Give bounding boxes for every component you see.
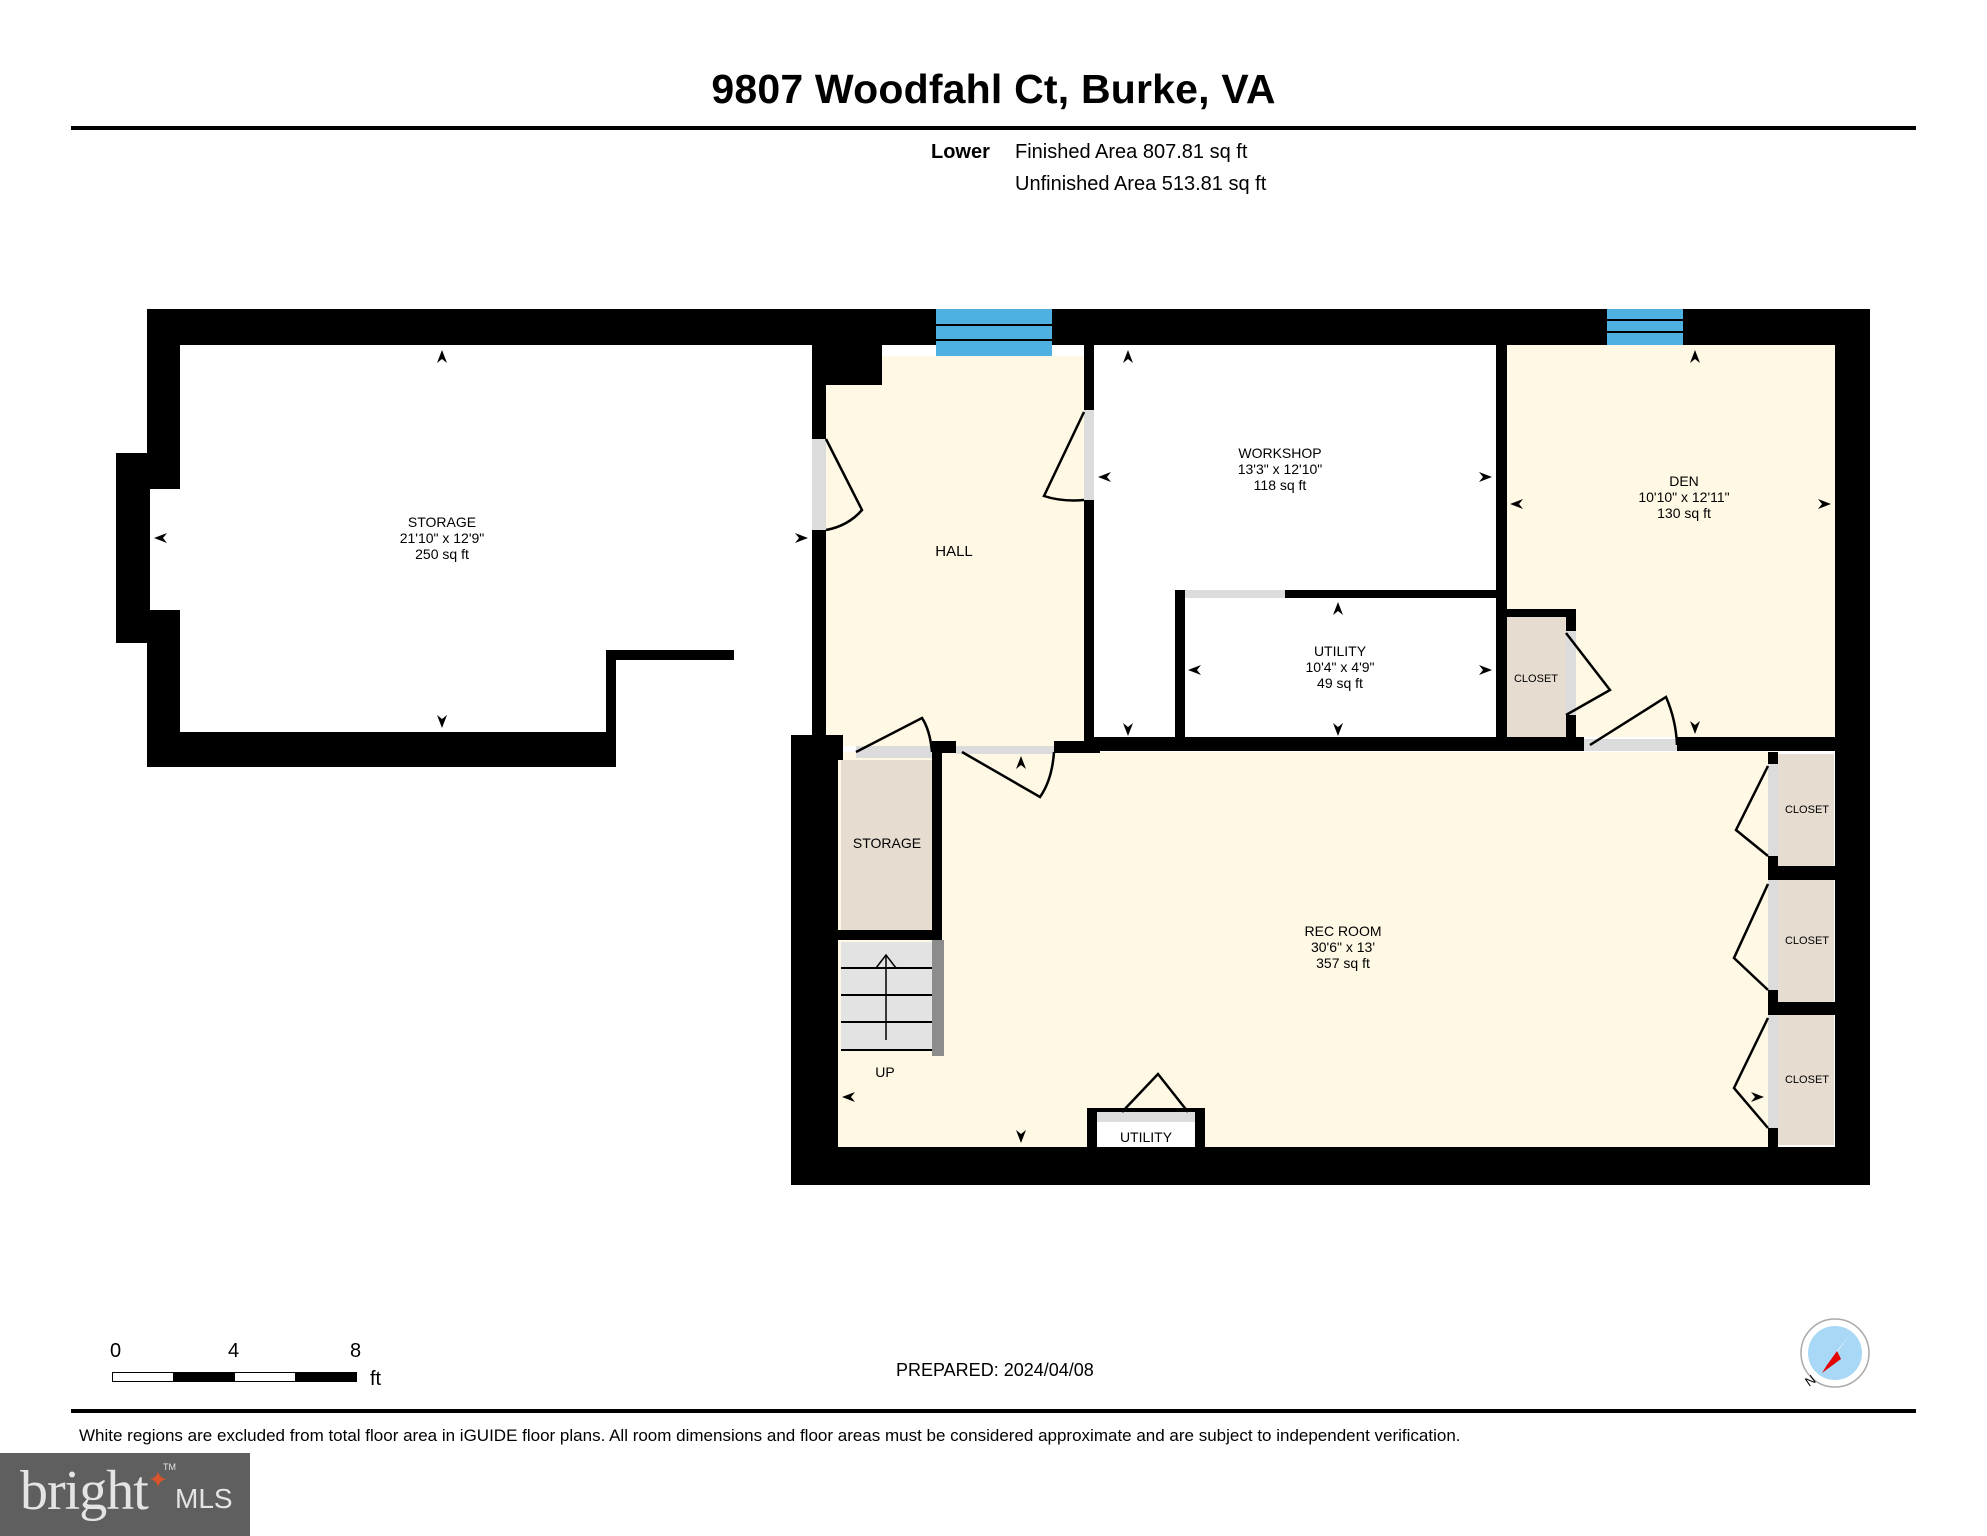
scale-tick-0: 0 bbox=[110, 1340, 122, 1362]
label-storage-small: STORAGE bbox=[853, 835, 921, 851]
dims-storage-main: 21'10" x 12'9" bbox=[400, 530, 485, 546]
compass-icon: N bbox=[1800, 1318, 1870, 1389]
label-storage-main: STORAGE bbox=[408, 514, 476, 530]
scale-bar: 0 4 8 ft bbox=[110, 1340, 410, 1410]
area-den: 130 sq ft bbox=[1657, 505, 1711, 521]
area-storage-main: 250 sq ft bbox=[415, 546, 469, 562]
label-stairs-up: UP bbox=[875, 1064, 894, 1080]
disclaimer-text: White regions are excluded from total fl… bbox=[79, 1426, 1461, 1445]
area-workshop: 118 sq ft bbox=[1254, 477, 1307, 493]
unfinished-area: Unfinished Area 513.81 sq ft bbox=[1015, 173, 1267, 195]
prepared-date: PREPARED: 2024/04/08 bbox=[896, 1360, 1094, 1380]
floor-level-label: Lower bbox=[931, 141, 990, 163]
dims-utility-upper: 10'4" x 4'9" bbox=[1306, 659, 1375, 675]
door-swings bbox=[824, 411, 1770, 1129]
label-closet-2: CLOSET bbox=[1785, 935, 1829, 947]
window-hall bbox=[936, 309, 1052, 356]
header-rule bbox=[71, 126, 1916, 130]
area-utility-upper: 49 sq ft bbox=[1317, 675, 1363, 691]
room-storage-small bbox=[841, 760, 932, 930]
scale-tick-8: 8 bbox=[350, 1340, 362, 1362]
label-den: DEN bbox=[1669, 473, 1699, 489]
label-utility-upper: UTILITY bbox=[1314, 643, 1367, 659]
dimension-markers bbox=[154, 350, 1831, 1143]
area-rec-room: 357 sq ft bbox=[1316, 955, 1370, 971]
property-address-title: 9807 Woodfahl Ct, Burke, VA bbox=[711, 66, 1276, 112]
room-utility-lower bbox=[1097, 1120, 1195, 1152]
logo-wordmark: bright bbox=[20, 1460, 149, 1522]
room-hall bbox=[826, 356, 1084, 746]
label-closet-1: CLOSET bbox=[1785, 804, 1829, 816]
door-sills bbox=[812, 410, 1778, 1128]
room-rec bbox=[838, 752, 1768, 1147]
room-utility-upper bbox=[1185, 598, 1496, 738]
finished-area: Finished Area 807.81 sq ft bbox=[1015, 141, 1248, 163]
room-closet-den bbox=[1506, 617, 1566, 737]
label-closet-den: CLOSET bbox=[1514, 673, 1558, 685]
bright-mls-logo: bright ✦ TM MLS bbox=[0, 1453, 250, 1536]
room-closet-3 bbox=[1778, 1015, 1834, 1145]
footer-rule bbox=[71, 1409, 1916, 1413]
room-closet-2 bbox=[1778, 880, 1834, 1002]
scale-tick-4: 4 bbox=[228, 1340, 240, 1362]
dims-workshop: 13'3" x 12'10" bbox=[1238, 461, 1323, 477]
label-hall: HALL bbox=[935, 543, 973, 560]
stairs[interactable] bbox=[841, 940, 944, 1056]
room-closet-1 bbox=[1778, 754, 1834, 866]
label-rec-room: REC ROOM bbox=[1305, 923, 1382, 939]
label-workshop: WORKSHOP bbox=[1238, 445, 1321, 461]
window-den bbox=[1607, 309, 1683, 345]
logo-trademark: TM bbox=[163, 1462, 176, 1472]
label-closet-3: CLOSET bbox=[1785, 1074, 1829, 1086]
label-utility-lower: UTILITY bbox=[1120, 1129, 1173, 1145]
room-storage-main bbox=[150, 345, 812, 732]
logo-mls: MLS bbox=[175, 1483, 233, 1514]
logo-star-icon: ✦ bbox=[148, 1467, 169, 1494]
dims-den: 10'10" x 12'11" bbox=[1638, 489, 1729, 505]
scale-unit: ft bbox=[370, 1368, 382, 1390]
dims-rec-room: 30'6" x 13' bbox=[1311, 939, 1375, 955]
